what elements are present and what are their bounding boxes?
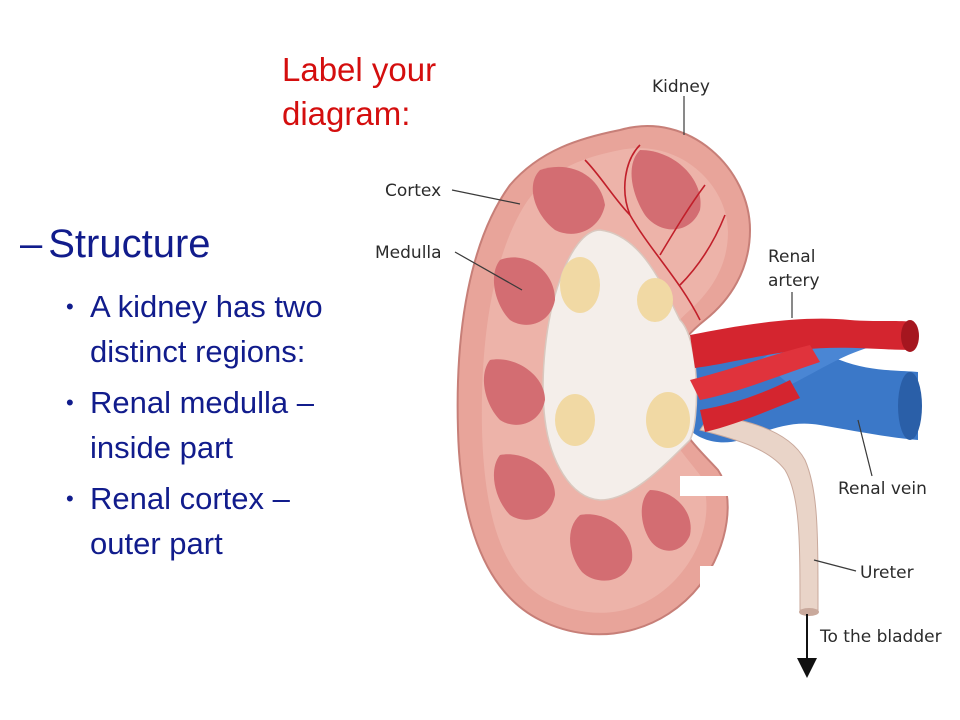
bullet-dot: • <box>66 486 74 511</box>
medulla-label: Medulla <box>375 243 442 263</box>
renal-artery-vessel <box>690 318 919 432</box>
bullet-dot: • <box>66 390 74 415</box>
heading-text: Structure <box>48 222 211 266</box>
interlobar-vessels <box>584 144 726 321</box>
renal-artery-label-line-1: Renal <box>768 247 815 267</box>
bullet-line: Renal medulla – <box>90 385 315 420</box>
medulla-leader <box>454 251 523 291</box>
bullet-line: Renal cortex – <box>90 481 290 516</box>
bullet-line: inside part <box>90 430 234 465</box>
blank-label-box <box>680 476 748 496</box>
blank-label-box <box>700 566 720 596</box>
bullet-item: • Renal medulla – inside part <box>66 380 396 470</box>
ureter-leader <box>813 559 857 572</box>
bullet-line: A kidney has two <box>90 289 323 324</box>
ureter-label: Ureter <box>860 563 914 583</box>
ureter-vessel <box>699 414 819 616</box>
cortex-label: Cortex <box>385 181 441 201</box>
cortex-leader <box>451 189 521 205</box>
medulla-pyramids <box>483 150 701 581</box>
heading-dash: – <box>20 222 43 266</box>
renal-vein-leader <box>857 419 873 477</box>
structure-heading: –Structure <box>20 222 211 267</box>
renal-artery-label-line-2: artery <box>768 271 820 291</box>
title-line-1: Label your <box>282 51 437 88</box>
bullet-item: • A kidney has two distinct regions: <box>66 284 396 374</box>
to-bladder-label: To the bladder <box>819 627 942 647</box>
kidney-label: Kidney <box>652 77 710 97</box>
diagram-title: Label your diagram: <box>282 48 482 136</box>
bullet-dot: • <box>66 294 74 319</box>
bullet-line: distinct regions: <box>90 334 306 369</box>
sinus-fat <box>555 257 690 448</box>
bullet-line: outer part <box>90 526 223 561</box>
bullet-item: • Renal cortex – outer part <box>66 476 396 566</box>
title-line-2: diagram: <box>282 95 411 132</box>
renal-vein-label: Renal vein <box>838 479 927 499</box>
bullet-list: • A kidney has two distinct regions: • R… <box>66 284 396 572</box>
to-bladder-arrow <box>797 614 817 678</box>
